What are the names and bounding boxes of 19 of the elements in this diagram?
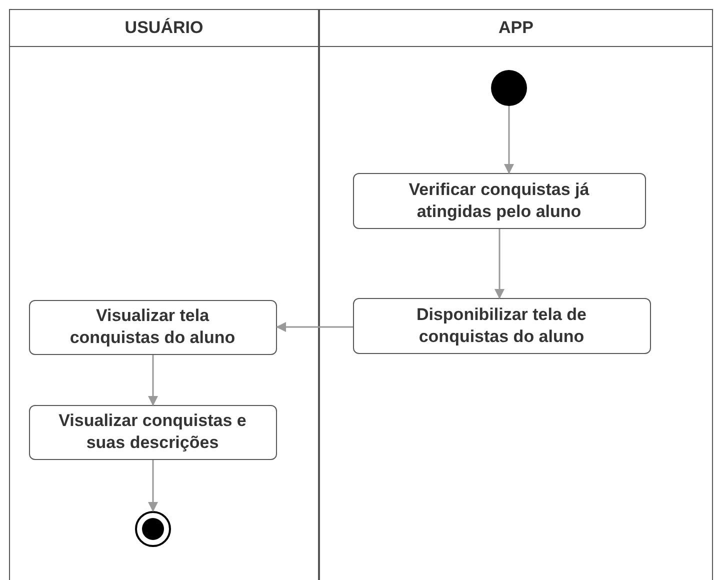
arrow bbox=[504, 106, 514, 174]
activity-text: Disponibilizar tela de conquistas do aluno bbox=[415, 304, 588, 348]
start-node bbox=[490, 70, 526, 106]
end-node bbox=[134, 510, 170, 546]
activity-text: Visualizar tela conquistas do aluno bbox=[68, 305, 236, 349]
arrow bbox=[148, 355, 158, 406]
lane-title: USUÁRIO bbox=[124, 17, 204, 40]
arrow bbox=[148, 460, 158, 512]
activity-text: Visualizar conquistas e suas descrições bbox=[58, 410, 248, 454]
swimlane bbox=[9, 9, 319, 580]
activity-box bbox=[352, 172, 646, 228]
activity-text: Verificar conquistas já atingidas pelo aluno bbox=[408, 178, 590, 222]
activity-box bbox=[352, 298, 650, 354]
activity-box bbox=[28, 300, 276, 354]
activity-box bbox=[28, 404, 276, 460]
arrow bbox=[494, 229, 504, 299]
swimlane bbox=[319, 9, 713, 580]
arrow bbox=[276, 322, 353, 332]
lane-title: APP bbox=[498, 17, 534, 40]
